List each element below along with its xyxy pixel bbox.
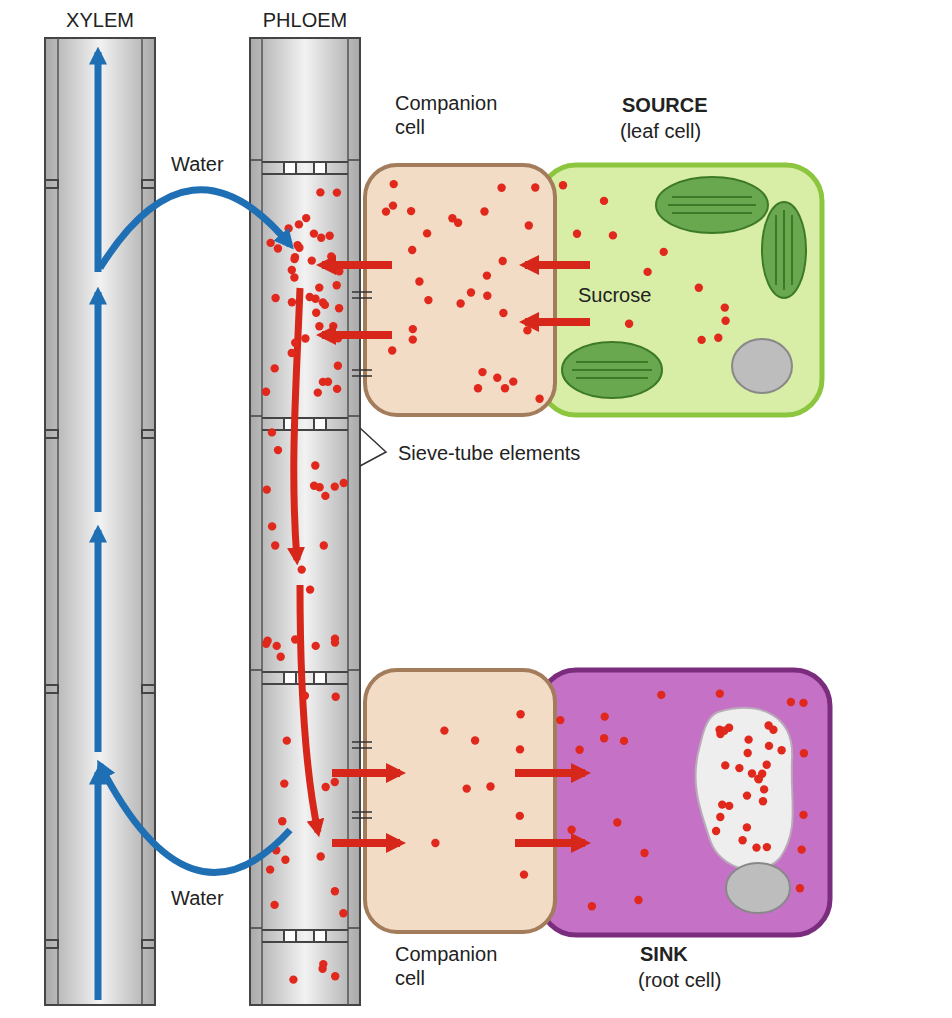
water-flow-arrow bbox=[100, 190, 290, 268]
phloem-flow-arrow bbox=[294, 288, 318, 832]
xylem-tube bbox=[45, 38, 155, 1005]
node-label: SINK bbox=[640, 942, 688, 966]
node-label: XYLEM bbox=[57, 8, 143, 32]
sucrose-flow-arrow bbox=[322, 331, 392, 339]
sucrose-flow-arrow bbox=[525, 261, 590, 269]
sucrose-flow-arrow bbox=[515, 769, 585, 777]
node-label: PHLOEM bbox=[250, 8, 360, 32]
node-label: Companion cell bbox=[395, 942, 520, 990]
nucleus bbox=[732, 339, 792, 393]
node-label: SOURCE bbox=[622, 93, 708, 117]
part-label: Sieve-tube elements bbox=[398, 441, 580, 465]
companion-cell-shape bbox=[365, 165, 555, 415]
companion-cell: Companion cell bbox=[365, 670, 555, 932]
xylem-flow-arrows bbox=[95, 52, 102, 1000]
companion-cell-shape bbox=[365, 670, 555, 932]
water-flow-arrow bbox=[100, 765, 290, 872]
sucrose-dots bbox=[262, 180, 808, 984]
edge-label: Water bbox=[168, 886, 227, 910]
node-label: Sucrose bbox=[578, 283, 651, 307]
node-label: (leaf cell) bbox=[620, 119, 701, 143]
node-label: Companion cell bbox=[395, 91, 520, 139]
source-cell: SOURCE(leaf cell)Sucrose bbox=[540, 165, 822, 415]
sucrose-flow-arrow bbox=[322, 261, 392, 269]
sink-root-cell bbox=[540, 670, 830, 935]
chloroplast bbox=[656, 177, 768, 233]
chloroplast bbox=[562, 342, 662, 398]
xylem-vessel: XYLEM bbox=[45, 38, 155, 1005]
edge-label: Water bbox=[168, 152, 227, 176]
sucrose-flow-arrow bbox=[332, 769, 400, 777]
chloroplast bbox=[762, 202, 806, 298]
nucleus bbox=[726, 863, 790, 913]
label-bracket bbox=[360, 428, 386, 466]
sucrose-flow-arrow bbox=[515, 839, 585, 847]
source-leaf-cell bbox=[540, 165, 822, 415]
sieve-plates bbox=[250, 160, 360, 942]
vacuole bbox=[695, 708, 792, 870]
companion-cell: Companion cell bbox=[365, 165, 555, 415]
sucrose-flow-arrow bbox=[332, 839, 400, 847]
plasmodesmata bbox=[352, 292, 372, 818]
sink-cell: SINK(root cell) bbox=[540, 670, 830, 935]
node-label: (root cell) bbox=[638, 968, 721, 992]
phloem-tube bbox=[250, 38, 360, 1005]
phloem-sieve-tube: PHLOEM bbox=[250, 38, 360, 1005]
sucrose-flow-arrow bbox=[525, 318, 590, 326]
